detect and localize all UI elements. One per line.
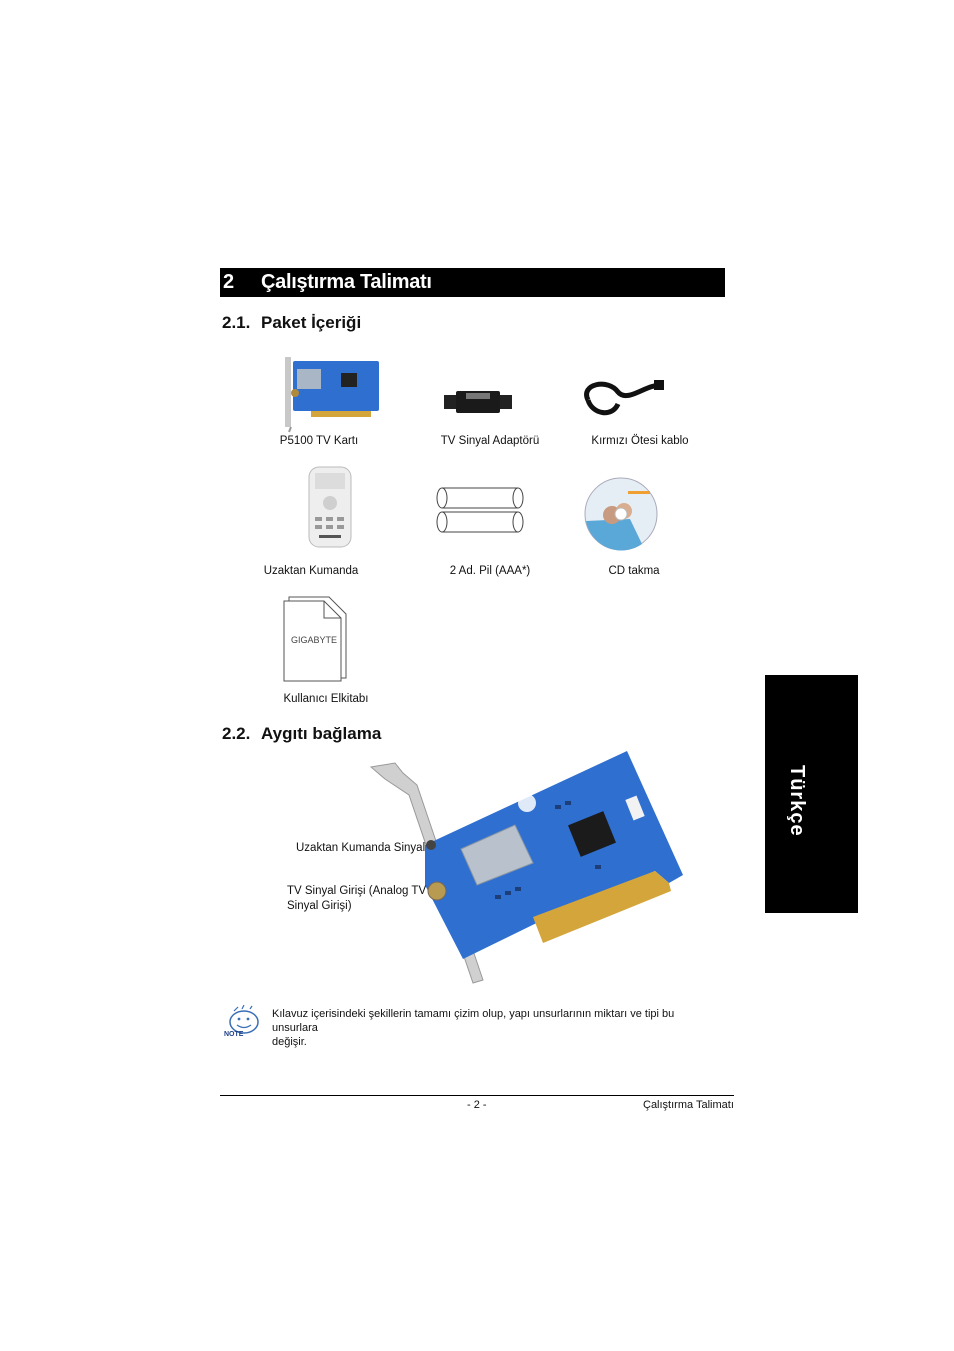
item-caption-remote: Uzaktan Kumanda — [263, 565, 359, 577]
note-text: Kılavuz içerisindeki şekillerin tamamı ç… — [272, 1007, 712, 1049]
section-header: 2 Çalıştırma Talimatı — [220, 268, 725, 297]
label-tv-line1: TV Sinyal Girişi (Analog TV — [287, 885, 427, 897]
language-side-tab: Türkçe — [765, 675, 858, 913]
manual-logo-text: GIGABYTE — [291, 635, 338, 645]
label-tv-line2: Sinyal Girişi) — [287, 900, 352, 912]
section-number: 2 — [223, 271, 235, 293]
batteries-image — [436, 487, 524, 533]
item-caption-cd: CD takma — [608, 565, 660, 577]
document-icon — [283, 596, 347, 682]
subheading-number: 2.1. — [222, 313, 251, 332]
user-manual-image: GIGABYTE — [283, 596, 349, 682]
subheading-title: Aygıtı bağlama — [261, 724, 382, 743]
item-caption-ir-cable: Kırmızı Ötesi kablo — [591, 435, 689, 447]
item-caption-tv-card: P5100 TV Kartı — [279, 435, 359, 447]
note-line1: Kılavuz içerisindeki şekillerin tamamı ç… — [272, 1008, 675, 1034]
note-icon-label: NOTE — [224, 1031, 244, 1038]
remote-control-image — [308, 466, 352, 548]
footer-title: Çalıştırma Talimatı — [643, 1099, 734, 1111]
label-remote-signal: Uzaktan Kumanda Sinyal — [296, 842, 426, 854]
item-caption-batteries: 2 Ad. Pil (AAA*) — [449, 565, 531, 577]
item-caption-adapter: TV Sinyal Adaptörü — [440, 435, 540, 447]
label-tv-signal-input: TV Sinyal Girişi (Analog TV Sinyal Giriş… — [287, 884, 437, 914]
item-caption-manual: Kullanıcı Elkitabı — [283, 693, 369, 705]
footer-rule — [220, 1095, 734, 1096]
side-tab-label: Türkçe — [786, 765, 808, 837]
subheading-connect-device: 2.2. Aygıtı bağlama — [222, 724, 422, 746]
note-icon-block: NOTE — [222, 1005, 262, 1041]
tv-card-image — [285, 357, 379, 433]
footer-page-number: - 2 - — [467, 1099, 487, 1111]
section-title: Çalıştırma Talimatı — [261, 271, 432, 293]
subheading-number: 2.2. — [222, 724, 251, 743]
ir-cable-image — [584, 380, 664, 416]
smiley-icon — [229, 1005, 259, 1034]
cd-image — [584, 477, 658, 551]
tv-card-connection-image — [369, 751, 683, 984]
subheading-package-contents: 2.1. Paket İçeriği — [222, 313, 422, 335]
note-line2: değişir. — [272, 1036, 307, 1048]
tv-signal-adapter-image — [444, 391, 512, 413]
subheading-title: Paket İçeriği — [261, 313, 362, 332]
